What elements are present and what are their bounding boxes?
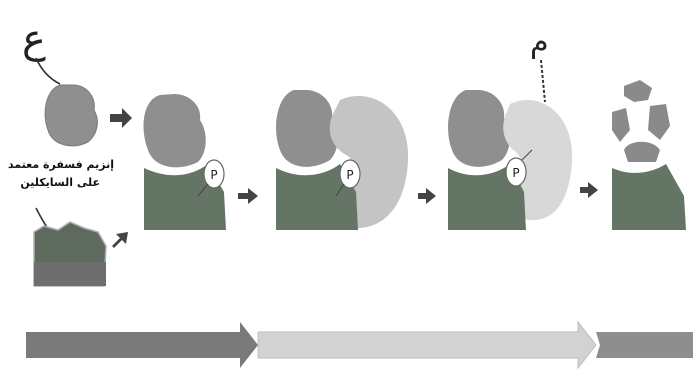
- complex1-phosphate: [203, 159, 225, 189]
- complex1-cyclin: [143, 94, 206, 168]
- complex2-cyclin: [276, 90, 338, 167]
- complex2-phosphate: [339, 159, 361, 189]
- degraded-cyclin-piece-3: [648, 104, 670, 140]
- complex2-phosphate-label: P: [346, 168, 353, 182]
- timeline-arrow-1: [26, 322, 258, 368]
- pointer-line-a: [35, 57, 61, 85]
- arrow-step-3-4: [580, 182, 598, 198]
- degraded-cyclin-piece-4: [624, 141, 660, 162]
- cdk-enzyme-free-base: [34, 262, 106, 286]
- handwritten-label-b: م: [530, 25, 549, 60]
- handwritten-label-a: ع: [22, 16, 46, 62]
- arrow-cyclin-to-complex: [110, 108, 132, 128]
- enzyme-caption-line2: على السايكلين: [20, 176, 100, 189]
- complex3-phosphate-label: P: [512, 166, 519, 180]
- enzyme-caption-line1: إنزيم فسفرة معتمد: [8, 158, 114, 171]
- complex1-phosphate-label: P: [210, 168, 217, 182]
- arrow-cdk-to-complex: [112, 232, 128, 248]
- complex3-phosphate: [505, 157, 527, 187]
- arrow-step-1-2: [238, 188, 258, 204]
- timeline-arrow-3: [596, 332, 693, 358]
- complex2-phosphate-line: [335, 183, 345, 197]
- complex3-phosphate-line: [521, 149, 533, 161]
- degraded-cyclin-piece-2: [612, 108, 630, 142]
- degraded-cyclin-piece-1: [624, 80, 652, 102]
- pointer-line-b: [540, 59, 546, 103]
- complex2-cdk: [276, 164, 358, 230]
- cdk-enzyme-released: [612, 164, 686, 230]
- cyclin-blob-free: [44, 84, 98, 147]
- complex3-cyclin: [448, 90, 510, 167]
- arrow-step-2-3: [418, 188, 436, 204]
- timeline-arrow-2: [257, 320, 597, 370]
- complex1-phosphate-line: [197, 183, 209, 197]
- complex3-cdk: [448, 164, 526, 230]
